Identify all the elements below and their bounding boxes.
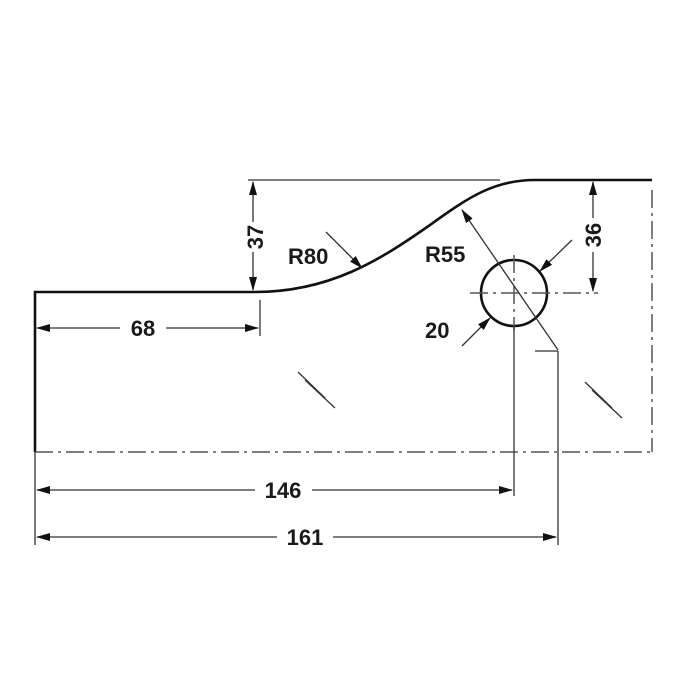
profile-outline (33, 178, 652, 452)
dim-36-label: 36 (581, 223, 606, 247)
dim-37: 37 (243, 181, 268, 291)
glass-hatch-icon (297, 371, 623, 419)
dim-36: 36 (581, 181, 606, 292)
dim-68-label: 68 (131, 316, 155, 341)
dim-146-label: 146 (265, 478, 302, 503)
dim-161-label: 161 (287, 525, 324, 550)
r55-label: R55 (425, 242, 465, 267)
hole-diameter-label: 20 (425, 318, 449, 343)
dim-37-label: 37 (243, 225, 268, 249)
r80-label: R80 (288, 244, 328, 269)
